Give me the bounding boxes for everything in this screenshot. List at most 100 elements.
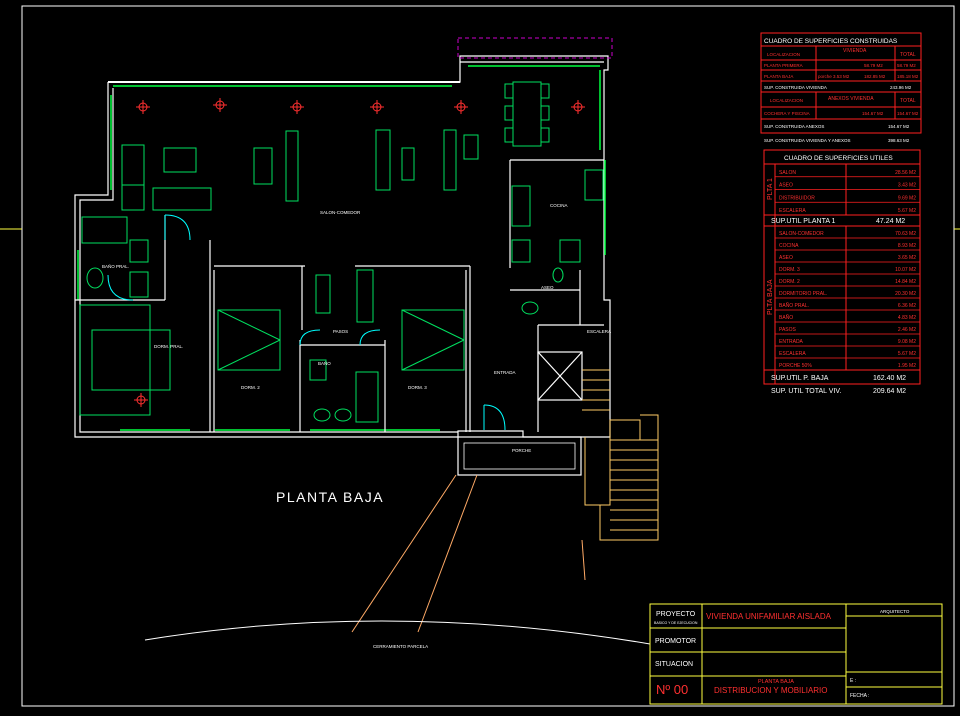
room-label-dorm-pral: DORM. PRAL.	[154, 344, 183, 349]
sup-anexos-label: SUP. CONSTRUIDA ANEXOS	[764, 124, 824, 129]
room-label-bano-pral: BAÑO PRAL.	[102, 263, 129, 269]
title-number: Nº 00	[656, 682, 688, 697]
constructed-row2-b: 154.67 M2	[862, 111, 884, 116]
floor-plan	[74, 55, 611, 476]
useful-row-value: 5.67 M2	[898, 208, 916, 214]
useful-row-value: 6.36 M2	[898, 303, 916, 309]
useful-row-label: DISTRIBUIDOR	[779, 195, 815, 201]
constructed-header-viv: VIVIENDA	[843, 48, 867, 54]
useful-row-label: ASEO	[779, 183, 793, 189]
useful-row-value: 3.65 M2	[898, 255, 916, 261]
useful-row-label: DORM. 3	[779, 267, 800, 273]
parcel-boundary	[351, 474, 586, 633]
useful-row-value: 14.84 M2	[895, 279, 916, 285]
useful-row-label: SALON-COMEDOR	[779, 231, 824, 237]
constructed-title: CUADRO DE SUPERFICIES CONSTRUIDAS	[764, 38, 898, 45]
porch	[457, 436, 582, 476]
constructed-row-b: 182.85 M2	[864, 74, 886, 79]
sup-total-label: SUP. CONSTRUIDA VIVIENDA Y ANEXOS	[764, 138, 851, 143]
exterior-wall-inner	[79, 88, 458, 433]
constructed-row-a: porche 3.53 M2	[818, 74, 850, 79]
title-situacion: SITUACION	[655, 661, 693, 668]
constructed-header-loc: LOCALIZACION	[767, 52, 800, 57]
constructed-row2-total: 154.67 M2	[897, 111, 919, 116]
useful-row-label: DORM. 2	[779, 279, 800, 285]
useful-row-value: 9.69 M2	[898, 195, 916, 201]
constructed-header2-anexos: ANEXOS VIVIENDA	[828, 96, 874, 102]
pb-total-value: 162.40 M2	[873, 375, 906, 382]
room-label-cocina: COCINA	[550, 203, 568, 208]
useful-row-label: PASOS	[779, 327, 797, 333]
p1-total-label: SUP.UTIL PLANTA 1	[771, 218, 836, 225]
title-sheet-1: PLANTA BAJA	[758, 679, 794, 685]
room-label-aseo: ASEO	[541, 285, 554, 290]
useful-rows: SALON 28.56 M2 ASEO 3.43 M2 DISTRIBUIDOR 9.69…	[779, 170, 916, 369]
p1-total-value: 47.24 M2	[876, 218, 905, 225]
title-proyecto: PROYECTO	[656, 611, 696, 618]
title-arquitecto: ARQUITECTO	[880, 609, 910, 614]
useful-row-value: 20.30 M2	[895, 291, 916, 297]
useful-row-label: DORMITORIO PRAL.	[779, 291, 827, 297]
title-proyecto-sub: BASICO Y DE EJECUCION	[654, 621, 698, 625]
constructed-row-b: 58.79 M2	[864, 63, 883, 68]
constructed-row-label: PLANTA BAJA	[764, 74, 793, 79]
doors	[107, 214, 506, 431]
room-label-salon: SALON-COMEDOR	[320, 210, 361, 215]
title-escala: E :	[850, 678, 856, 684]
title-sheet-2: DISTRIBUCION Y MOBILIARIO	[714, 686, 828, 695]
constructed-row-total: 58.79 M2	[897, 63, 916, 68]
constructed-header2-loc: LOCALIZACION	[770, 98, 803, 103]
useful-row-value: 2.46 M2	[898, 327, 916, 333]
useful-row-value: 9.08 M2	[898, 339, 916, 345]
useful-row-label: PORCHE 50%	[779, 363, 812, 369]
constructed-row-label: PLANTA PRIMERA	[764, 63, 803, 68]
sup-anexos-value: 154.67 M2	[888, 124, 910, 129]
title-promotor: PROMOTOR	[655, 638, 696, 645]
useful-row-value: 10.07 M2	[895, 267, 916, 273]
parcel-curve	[144, 620, 651, 645]
title-proyecto-value: VIVIENDA UNIFAMILIAR AISLADA	[706, 612, 832, 621]
useful-row-value: 28.56 M2	[895, 170, 916, 176]
exterior-stairs	[582, 369, 659, 541]
useful-title: CUADRO DE SUPERFICIES UTILES	[784, 155, 893, 162]
room-label-porche: PORCHE	[512, 448, 531, 453]
title-block	[649, 603, 943, 705]
useful-row-value: 3.43 M2	[898, 183, 916, 189]
constructed-header-total: TOTAL	[900, 52, 916, 58]
constructed-header2-total: TOTAL	[900, 98, 916, 104]
useful-row-label: COCINA	[779, 243, 799, 249]
useful-group-pb: PLTA BAJA	[767, 279, 774, 315]
sup-total-value: 398.63 M2	[888, 138, 910, 143]
furniture	[79, 81, 604, 423]
useful-row-value: 5.67 M2	[898, 351, 916, 357]
useful-row-value: 70.63 M2	[895, 231, 916, 237]
title-fecha: FECHA :	[850, 693, 869, 699]
grand-total-label: SUP. UTIL TOTAL VIV.	[771, 388, 841, 395]
canopy-outline	[457, 37, 613, 59]
useful-row-label: BAÑO	[779, 314, 793, 321]
pb-total-label: SUP.UTIL P. BAJA	[771, 375, 829, 382]
useful-row-label: ASEO	[779, 255, 793, 261]
useful-row-value: 1.95 M2	[898, 363, 916, 369]
room-label-bano: BAÑO	[318, 360, 331, 366]
sup-viv-label: SUP. CONSTRUIDA VIVIENDA	[764, 85, 827, 90]
useful-row-label: ESCALERA	[779, 351, 806, 357]
room-label-escalera: ESCALERA	[587, 329, 611, 334]
drawing-frame	[21, 5, 955, 707]
useful-row-label: ENTRADA	[779, 339, 804, 345]
room-label-cerramiento: CERRAMIENTO PARCELA	[373, 644, 428, 649]
room-label-pasos: PASOS	[333, 329, 348, 334]
constructed-area-table	[760, 32, 922, 134]
plan-title: PLANTA BAJA	[276, 489, 384, 505]
constructed-row-total: 185.18 M2	[897, 74, 919, 79]
useful-row-lines	[775, 176, 920, 371]
useful-row-label: SALON	[779, 170, 796, 176]
useful-row-value: 4.83 M2	[898, 315, 916, 321]
light-points	[134, 98, 585, 407]
room-label-dorm2: DORM. 2	[241, 385, 260, 390]
grand-total-value: 209.64 M2	[873, 388, 906, 395]
useful-row-value: 8.93 M2	[898, 243, 916, 249]
room-label-dorm3: DORM. 3	[408, 385, 427, 390]
sup-viv-value: 243.96 M2	[890, 85, 912, 90]
